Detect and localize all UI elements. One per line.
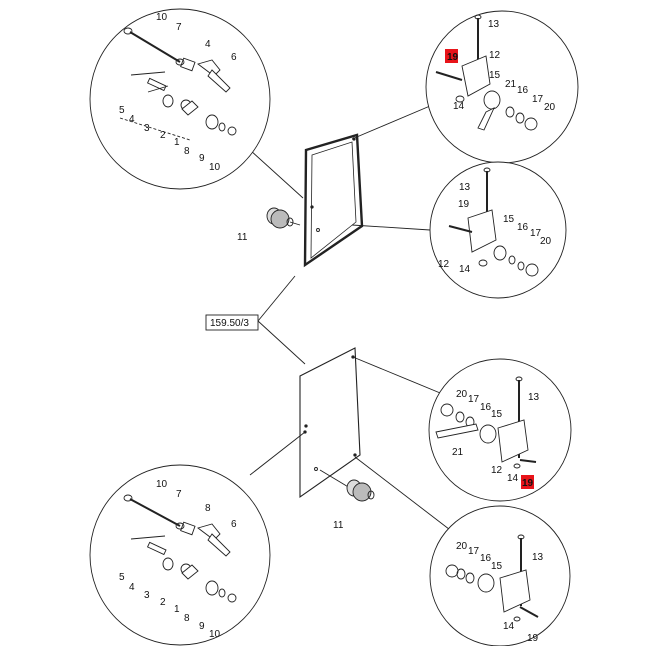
latch-bottom-callout: 4 bbox=[129, 582, 135, 593]
hinge-b-callout: 14 bbox=[459, 264, 471, 275]
hinge-d-callout: 16 bbox=[480, 553, 492, 564]
latch-assembly-top bbox=[119, 27, 237, 141]
rubber-buffer-top bbox=[266, 207, 294, 229]
hinge-c-callout: 15 bbox=[491, 409, 503, 420]
callout-11-bottom: 11 bbox=[333, 520, 344, 531]
reference-label: 159.50/3 bbox=[210, 318, 249, 329]
hinge-b-callout: 20 bbox=[540, 236, 552, 247]
detail-circle-hinge-d bbox=[429, 505, 571, 646]
hinge-d-callout: 15 bbox=[491, 561, 503, 572]
detail-circle-latch-top bbox=[89, 8, 271, 190]
callout-11-top: 11 bbox=[237, 232, 248, 243]
hinge-c-callout: 17 bbox=[468, 394, 480, 405]
latch-top-callout: 10 bbox=[209, 162, 221, 173]
hinge-a-callout: 15 bbox=[489, 70, 501, 81]
highlight-box-hinge-c bbox=[521, 475, 534, 489]
latch-bottom-callout: 8 bbox=[184, 613, 190, 624]
latch-top-callout: 6 bbox=[231, 52, 237, 63]
highlight-box-hinge-a bbox=[445, 49, 458, 63]
latch-bottom-callout: 7 bbox=[176, 489, 182, 500]
hinge-a-callout: 17 bbox=[532, 94, 544, 105]
lower-door-panel bbox=[299, 347, 361, 499]
latch-bottom-callout: 9 bbox=[199, 621, 205, 632]
rubber-buffer-bottom bbox=[346, 479, 375, 502]
detail-circle-latch-bottom bbox=[89, 464, 271, 646]
hinge-d-callout: 20 bbox=[456, 541, 468, 552]
hinge-b-callout: 16 bbox=[517, 222, 529, 233]
latch-top-callout: 3 bbox=[144, 123, 150, 134]
latch-top-callout: 4 bbox=[129, 114, 135, 125]
latch-bottom-callout: 8 bbox=[205, 503, 211, 514]
upper-door-panel bbox=[303, 133, 364, 268]
hinge-a-callout: 20 bbox=[544, 102, 556, 113]
latch-top-callout: 9 bbox=[199, 153, 205, 164]
latch-assembly-bottom bbox=[123, 494, 237, 603]
detail-circle-hinge-b bbox=[429, 161, 567, 299]
latch-bottom-callout: 2 bbox=[160, 597, 166, 608]
latch-bottom-callout: 10 bbox=[209, 629, 221, 640]
hinge-b-callout: 17 bbox=[530, 228, 542, 239]
latch-top-callout: 4 bbox=[205, 39, 211, 50]
latch-bottom-callout: 5 bbox=[119, 572, 125, 583]
hinge-assembly-c bbox=[435, 376, 537, 469]
hinge-c-callout: 14 bbox=[507, 473, 519, 484]
hinge-assembly-a bbox=[435, 14, 538, 131]
latch-top-callout: 1 bbox=[174, 137, 180, 148]
latch-bottom-callout: 10 bbox=[156, 479, 168, 490]
hinge-a-callout: 16 bbox=[517, 85, 529, 96]
hinge-a-callout: 14 bbox=[453, 101, 465, 112]
hinge-c-callout: 12 bbox=[491, 465, 503, 476]
hinge-a-callout: 12 bbox=[489, 50, 501, 61]
hinge-assembly-b bbox=[448, 167, 539, 277]
hinge-c-callout: 20 bbox=[456, 389, 468, 400]
hinge-b-callout: 12 bbox=[438, 259, 450, 270]
hinge-c-callout: 16 bbox=[480, 402, 492, 413]
hinge-b-callout: 13 bbox=[459, 182, 471, 193]
detail-circle-hinge-a bbox=[425, 10, 579, 164]
svg-text:19: 19 bbox=[447, 52, 459, 63]
hinge-c-callout: 13 bbox=[528, 392, 540, 403]
latch-top-callout: 5 bbox=[119, 105, 125, 116]
latch-top-callout: 8 bbox=[184, 146, 190, 157]
svg-text:19: 19 bbox=[522, 478, 534, 489]
hinge-d-callout: 13 bbox=[532, 552, 544, 563]
hinge-a-callout: 13 bbox=[488, 19, 500, 30]
latch-bottom-callout: 6 bbox=[231, 519, 237, 530]
reference-box bbox=[205, 314, 259, 331]
hinge-a-callout: 21 bbox=[505, 79, 517, 90]
latch-top-callout: 7 bbox=[176, 22, 182, 33]
hinge-b-callout: 15 bbox=[503, 214, 515, 225]
latch-bottom-callout: 3 bbox=[144, 590, 150, 601]
latch-top-callout: 10 bbox=[156, 12, 168, 23]
hinge-d-callout: 19 bbox=[527, 633, 539, 644]
latch-top-callout: 2 bbox=[160, 130, 166, 141]
hinge-c-callout: 21 bbox=[452, 447, 464, 458]
hinge-d-callout: 14 bbox=[503, 621, 515, 632]
latch-bottom-callout: 1 bbox=[174, 604, 180, 615]
hinge-assembly-d bbox=[445, 534, 539, 622]
hinge-b-callout: 19 bbox=[458, 199, 470, 210]
hinge-d-callout: 17 bbox=[468, 546, 480, 557]
